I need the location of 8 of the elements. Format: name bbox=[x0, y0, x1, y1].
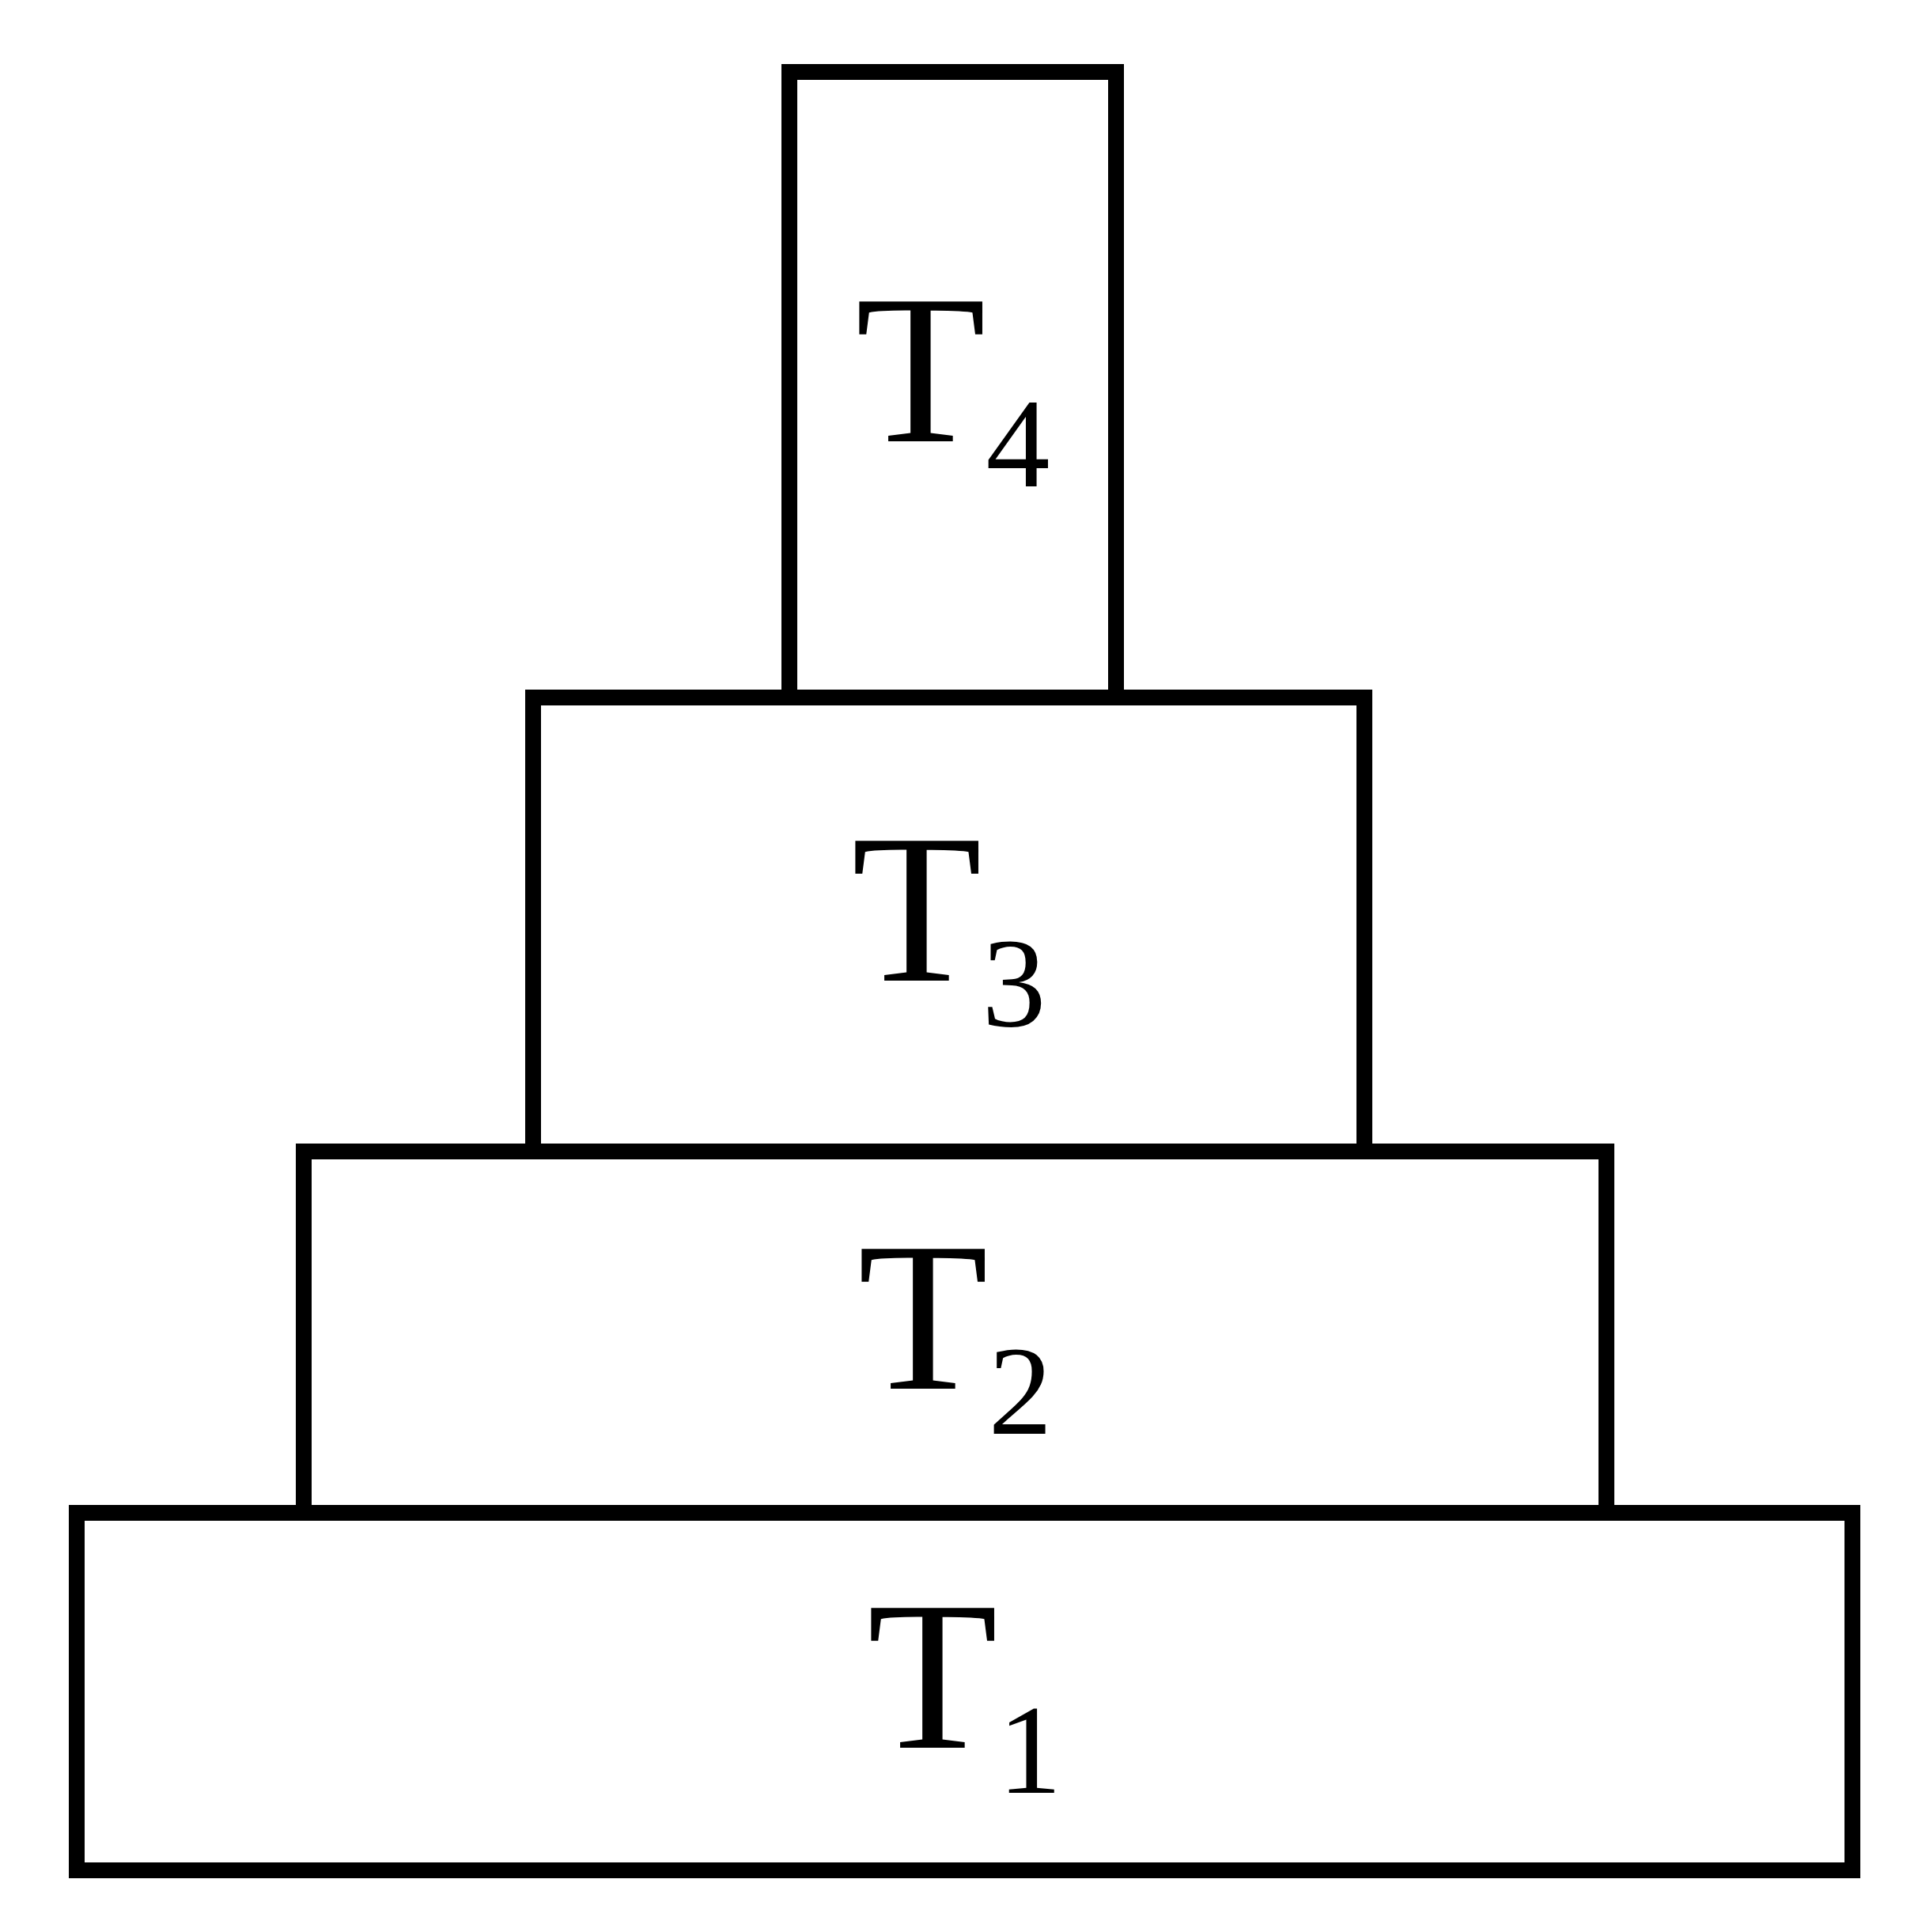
tier-label: T$_{1}$ bbox=[867, 1569, 1062, 1814]
tier-box bbox=[781, 64, 1124, 690]
tier-label: T$_{3}$ bbox=[851, 802, 1046, 1047]
tier-label: T$_{4}$ bbox=[855, 262, 1050, 508]
tier-label: T$_{2}$ bbox=[857, 1209, 1053, 1455]
tier-box bbox=[525, 690, 1372, 1144]
tier-box bbox=[69, 1505, 1860, 1878]
tier-box bbox=[296, 1144, 1614, 1505]
